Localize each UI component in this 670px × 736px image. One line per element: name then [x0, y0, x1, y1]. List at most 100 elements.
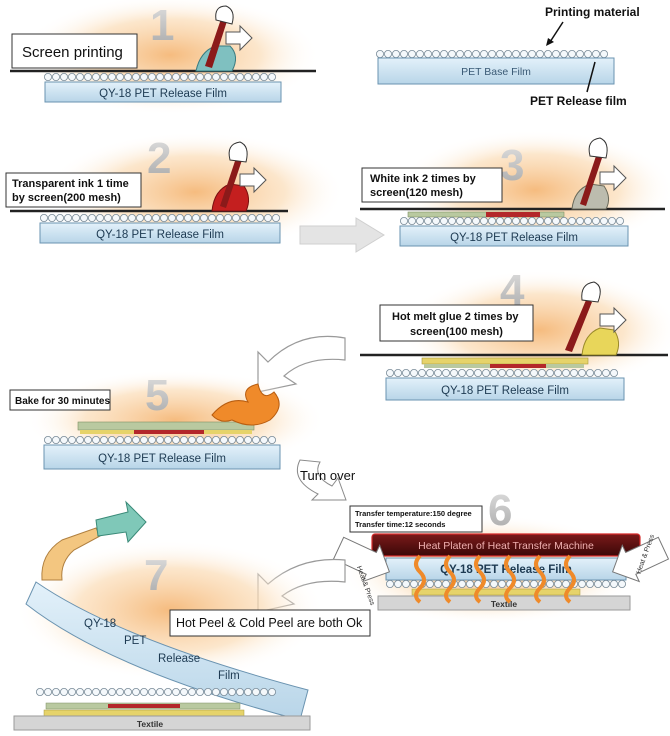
step-7-number: 7 — [144, 551, 168, 600]
release-bead — [211, 688, 220, 697]
release-bead — [425, 368, 434, 377]
release-bead — [92, 73, 101, 82]
step-7-film-word: PET — [124, 635, 146, 647]
release-bead — [76, 73, 85, 82]
release-bead — [167, 213, 176, 222]
release-bead — [423, 50, 432, 59]
step-1-hand-icon — [215, 5, 234, 25]
release-bead — [124, 435, 133, 444]
release-bead — [530, 580, 539, 589]
step-1-label: Screen printing — [22, 44, 123, 61]
step-3-beads — [399, 216, 625, 225]
release-bead — [139, 688, 148, 697]
release-bead — [215, 213, 224, 222]
release-bead — [131, 435, 140, 444]
release-bead — [375, 50, 384, 59]
release-bead — [143, 213, 152, 222]
release-bead — [520, 216, 529, 225]
release-bead — [463, 50, 472, 59]
release-bead — [578, 368, 587, 377]
step-5-red-ink-layer — [134, 430, 204, 434]
step-1-film-label: QY-18 PET Release Film — [99, 88, 227, 100]
release-bead — [52, 435, 61, 444]
release-bead — [431, 50, 440, 59]
release-bead — [76, 435, 85, 444]
release-bead — [568, 50, 577, 59]
release-bead — [239, 213, 248, 222]
release-bead — [52, 688, 61, 697]
release-bead — [447, 50, 456, 59]
step-2-arrow-icon — [239, 166, 267, 194]
step-4-film-label: QY-18 PET Release Film — [441, 385, 569, 397]
release-bead — [594, 580, 603, 589]
release-bead — [465, 368, 474, 377]
release-bead — [425, 580, 434, 589]
release-bead — [503, 216, 512, 225]
release-bead — [223, 213, 232, 222]
step-5: 5 Bake for 30 minutes QY-18 PET Release … — [9, 370, 325, 470]
release-bead — [84, 688, 93, 697]
release-bead — [544, 216, 553, 225]
step-2-hand-icon — [228, 141, 248, 163]
release-bead — [401, 368, 410, 377]
release-bead — [147, 688, 156, 697]
step-2-beads — [40, 213, 280, 222]
release-bead — [407, 216, 416, 225]
release-bead — [415, 50, 424, 59]
release-bead — [471, 216, 480, 225]
release-bead — [131, 73, 140, 82]
release-bead — [495, 216, 504, 225]
release-bead — [112, 213, 121, 222]
release-bead — [522, 580, 531, 589]
release-bead — [116, 73, 125, 82]
release-bead — [251, 688, 260, 697]
release-bead — [602, 580, 611, 589]
release-bead — [592, 216, 601, 225]
release-bead — [219, 688, 228, 697]
release-bead — [44, 435, 53, 444]
step-7-textile — [13, 715, 311, 731]
release-bead — [219, 73, 228, 82]
release-bead — [592, 50, 601, 59]
release-bead — [594, 368, 603, 377]
release-bead — [124, 688, 133, 697]
release-bead — [251, 73, 260, 82]
release-bead — [433, 368, 442, 377]
release-bead — [576, 50, 585, 59]
release-bead — [383, 50, 392, 59]
release-bead — [131, 688, 140, 697]
release-bead — [199, 213, 208, 222]
step-3-red-ink-layer — [486, 212, 540, 217]
release-bead — [60, 688, 69, 697]
release-bead — [44, 688, 53, 697]
release-bead — [512, 216, 521, 225]
step-1-number: 1 — [150, 1, 174, 50]
release-bead — [536, 50, 545, 59]
release-bead — [52, 73, 61, 82]
release-bead — [600, 50, 609, 59]
turn-over: Turn over — [296, 459, 356, 501]
release-bead — [455, 216, 464, 225]
release-bead — [608, 216, 617, 225]
step-2-label-line2: by screen(200 mesh) — [12, 192, 121, 204]
release-bead — [441, 368, 450, 377]
step-7-red-ink-layer — [108, 704, 180, 708]
release-bead — [108, 435, 117, 444]
step-4-label-box — [379, 304, 534, 342]
release-bead — [187, 73, 196, 82]
release-bead — [139, 73, 148, 82]
release-bead — [393, 580, 402, 589]
release-bead — [449, 368, 458, 377]
release-bead — [68, 73, 77, 82]
heat-wave — [504, 554, 516, 604]
release-bead — [64, 213, 73, 222]
step-4-film — [385, 377, 625, 401]
step-2: 2 Transparent ink 1 time by screen(200 m… — [5, 132, 345, 252]
release-bead — [163, 435, 172, 444]
release-bead — [100, 688, 109, 697]
release-bead — [584, 50, 593, 59]
release-bead — [536, 216, 545, 225]
step-3-arrow-icon — [599, 164, 627, 192]
step-2-label-box — [5, 172, 142, 208]
release-bead — [40, 213, 49, 222]
